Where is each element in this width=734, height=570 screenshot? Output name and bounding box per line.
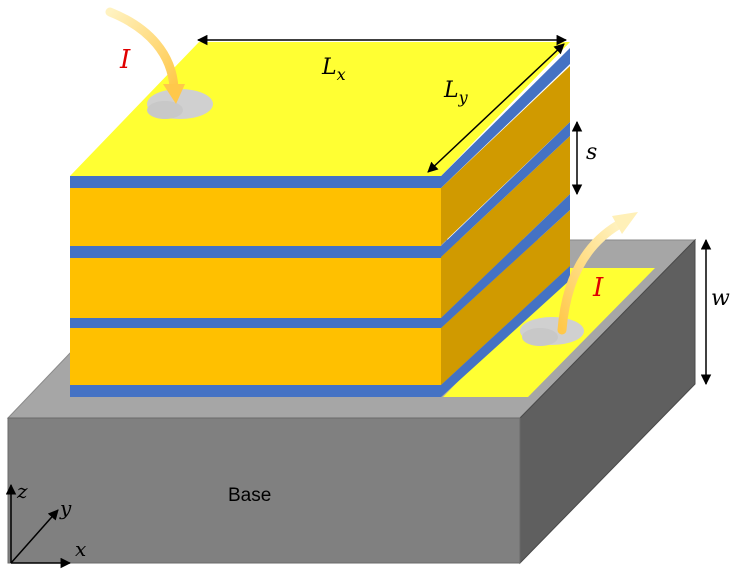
- layer-front-2: [70, 258, 441, 318]
- layer-side-2: [441, 136, 570, 318]
- height-label: w: [711, 286, 730, 311]
- base-label: Base: [228, 485, 271, 506]
- spacing-label: s: [586, 140, 597, 165]
- current-arrow-out-head: [612, 212, 638, 234]
- coordinate-axes: z y x: [5, 479, 86, 569]
- ly-label: Ly: [443, 78, 469, 107]
- axis-y-line: [10, 509, 59, 564]
- insulator-front-1: [70, 176, 441, 188]
- stack-front: [70, 176, 441, 397]
- ly-dimension-arrow: [427, 43, 565, 173]
- current-label-top: I: [119, 45, 131, 75]
- insulator-side-4: [441, 266, 570, 397]
- insulator-front-2: [70, 246, 441, 258]
- layer-side-3: [441, 210, 570, 385]
- current-label-bottom: I: [592, 273, 604, 303]
- insulator-side-3: [441, 194, 570, 328]
- current-arrow-out: [557, 220, 623, 335]
- layer-front-1: [70, 188, 441, 246]
- layer-front-3: [70, 328, 441, 385]
- axis-z-label: z: [16, 479, 28, 503]
- bottom-contact-blob-2: [522, 328, 558, 346]
- insulator-front-3: [70, 318, 441, 328]
- insulator-front-4: [70, 385, 441, 397]
- current-arrow-in-head: [163, 84, 185, 104]
- axis-x-label: x: [75, 537, 86, 561]
- top-contact-blob-2: [147, 101, 183, 119]
- base-front-face: [7, 417, 521, 564]
- lx-label: Lx: [321, 55, 346, 84]
- current-arrow-in: [105, 7, 179, 93]
- axis-y-label: y: [59, 496, 72, 520]
